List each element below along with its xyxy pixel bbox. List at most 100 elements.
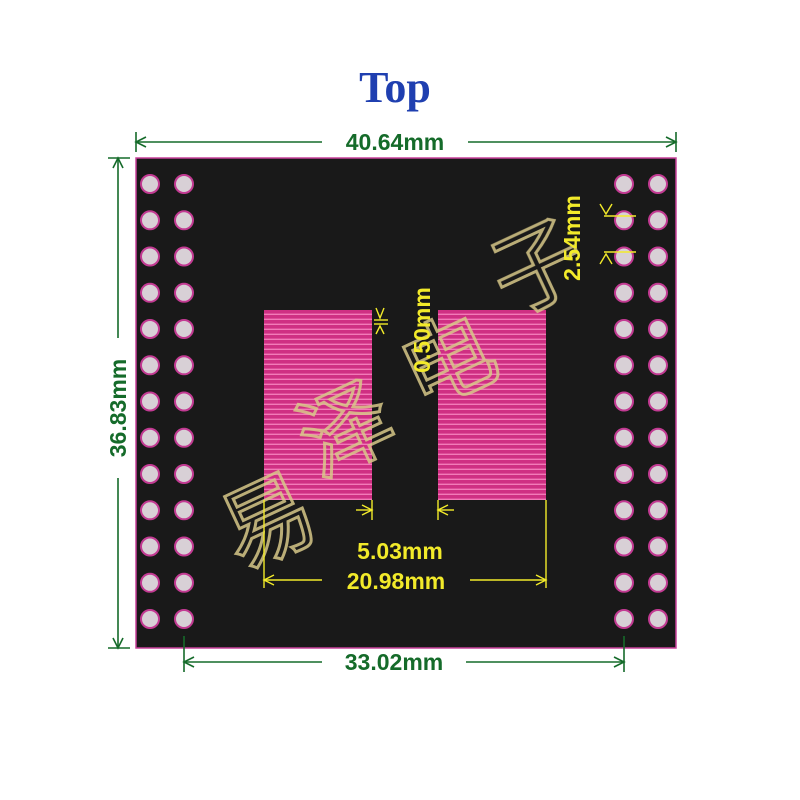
header-pad	[614, 210, 634, 231]
smd-pad	[264, 370, 372, 374]
header-pad	[174, 427, 194, 448]
smd-pad	[264, 435, 372, 439]
smd-pad	[264, 365, 372, 369]
header-pad	[648, 464, 668, 484]
header-pad	[174, 464, 194, 484]
header-pad	[174, 174, 194, 194]
smd-pad	[264, 450, 372, 454]
smd-pad	[438, 385, 546, 389]
smd-pad	[264, 475, 372, 479]
smd-pad	[438, 340, 546, 344]
smd-pad	[264, 410, 372, 414]
smd-pad	[438, 360, 546, 364]
header-pad	[648, 609, 668, 629]
pcb-board	[135, 157, 677, 649]
header-pad	[648, 246, 668, 267]
smd-pad	[438, 320, 546, 324]
header-pad	[140, 427, 160, 448]
header-pad	[614, 427, 634, 448]
header-pad	[648, 210, 668, 231]
header-pad	[648, 391, 668, 412]
header-pads-right	[614, 174, 668, 629]
header-pad	[140, 210, 160, 231]
smd-pad	[264, 340, 372, 344]
header-pad	[648, 572, 668, 593]
smd-pad	[264, 380, 372, 384]
pin-pitch-label: 2.54mm	[559, 195, 585, 281]
outer-dimensions	[108, 132, 678, 672]
smd-pad	[438, 430, 546, 434]
smd-pad	[438, 370, 546, 374]
smd-pad	[438, 355, 546, 359]
header-pads-left	[140, 174, 194, 629]
smd-pad	[438, 425, 546, 429]
smd-pad	[264, 495, 372, 499]
smd-pad	[264, 330, 372, 334]
smd-pad	[264, 315, 372, 319]
smd-pad	[264, 460, 372, 464]
header-pad	[614, 464, 634, 484]
header-pad	[174, 500, 194, 521]
smd-pad	[438, 485, 546, 489]
header-pad	[648, 282, 668, 303]
header-pad	[140, 246, 160, 267]
smd-pad	[264, 480, 372, 484]
smd-pad-group-right	[438, 310, 546, 500]
smd-pad	[438, 400, 546, 404]
header-pad	[140, 464, 160, 484]
smd-pad	[438, 365, 546, 369]
header-pad	[614, 246, 634, 267]
smd-pad-group-left	[264, 310, 372, 500]
header-pad	[614, 609, 634, 629]
smd-pad	[264, 395, 372, 399]
header-pad	[140, 572, 160, 593]
footprint-width-label: 20.98mm	[347, 568, 445, 594]
smd-pad	[438, 435, 546, 439]
header-pad	[140, 319, 160, 339]
smd-pad	[438, 335, 546, 339]
header-pad	[614, 572, 634, 593]
smd-pad	[438, 445, 546, 449]
smd-pad	[264, 390, 372, 394]
smd-pad	[264, 415, 372, 419]
smd-pad	[438, 470, 546, 474]
smd-pad	[264, 425, 372, 429]
smd-pad	[438, 310, 546, 314]
header-pad	[140, 609, 160, 629]
smd-pad	[264, 420, 372, 424]
smd-pad	[264, 335, 372, 339]
header-pad	[614, 319, 634, 339]
header-pad	[648, 319, 668, 339]
smd-pad	[264, 485, 372, 489]
smd-pad	[264, 310, 372, 314]
smd-pad	[438, 480, 546, 484]
smd-pad	[264, 320, 372, 324]
smd-pad	[264, 445, 372, 449]
pad-width-label: 5.03mm	[357, 538, 443, 564]
smd-pad	[438, 345, 546, 349]
page-title: Top	[359, 63, 431, 112]
smd-pad	[264, 470, 372, 474]
header-pad	[140, 500, 160, 521]
header-pad	[174, 246, 194, 267]
smd-pad	[438, 440, 546, 444]
header-pad	[174, 391, 194, 412]
header-pad	[614, 355, 634, 376]
smd-pad	[438, 390, 546, 394]
header-pad	[140, 174, 160, 194]
header-pad	[174, 572, 194, 593]
smd-pad	[264, 490, 372, 494]
smd-pad	[438, 455, 546, 459]
pad-pitch-label: 0.50mm	[409, 287, 435, 373]
smd-pad	[264, 385, 372, 389]
smd-pad	[264, 440, 372, 444]
header-pad	[174, 282, 194, 303]
smd-pad	[438, 315, 546, 319]
smd-pad	[264, 325, 372, 329]
header-pad	[648, 427, 668, 448]
smd-pad	[264, 465, 372, 469]
header-pad	[614, 174, 634, 194]
smd-pad	[438, 490, 546, 494]
smd-pad	[438, 380, 546, 384]
